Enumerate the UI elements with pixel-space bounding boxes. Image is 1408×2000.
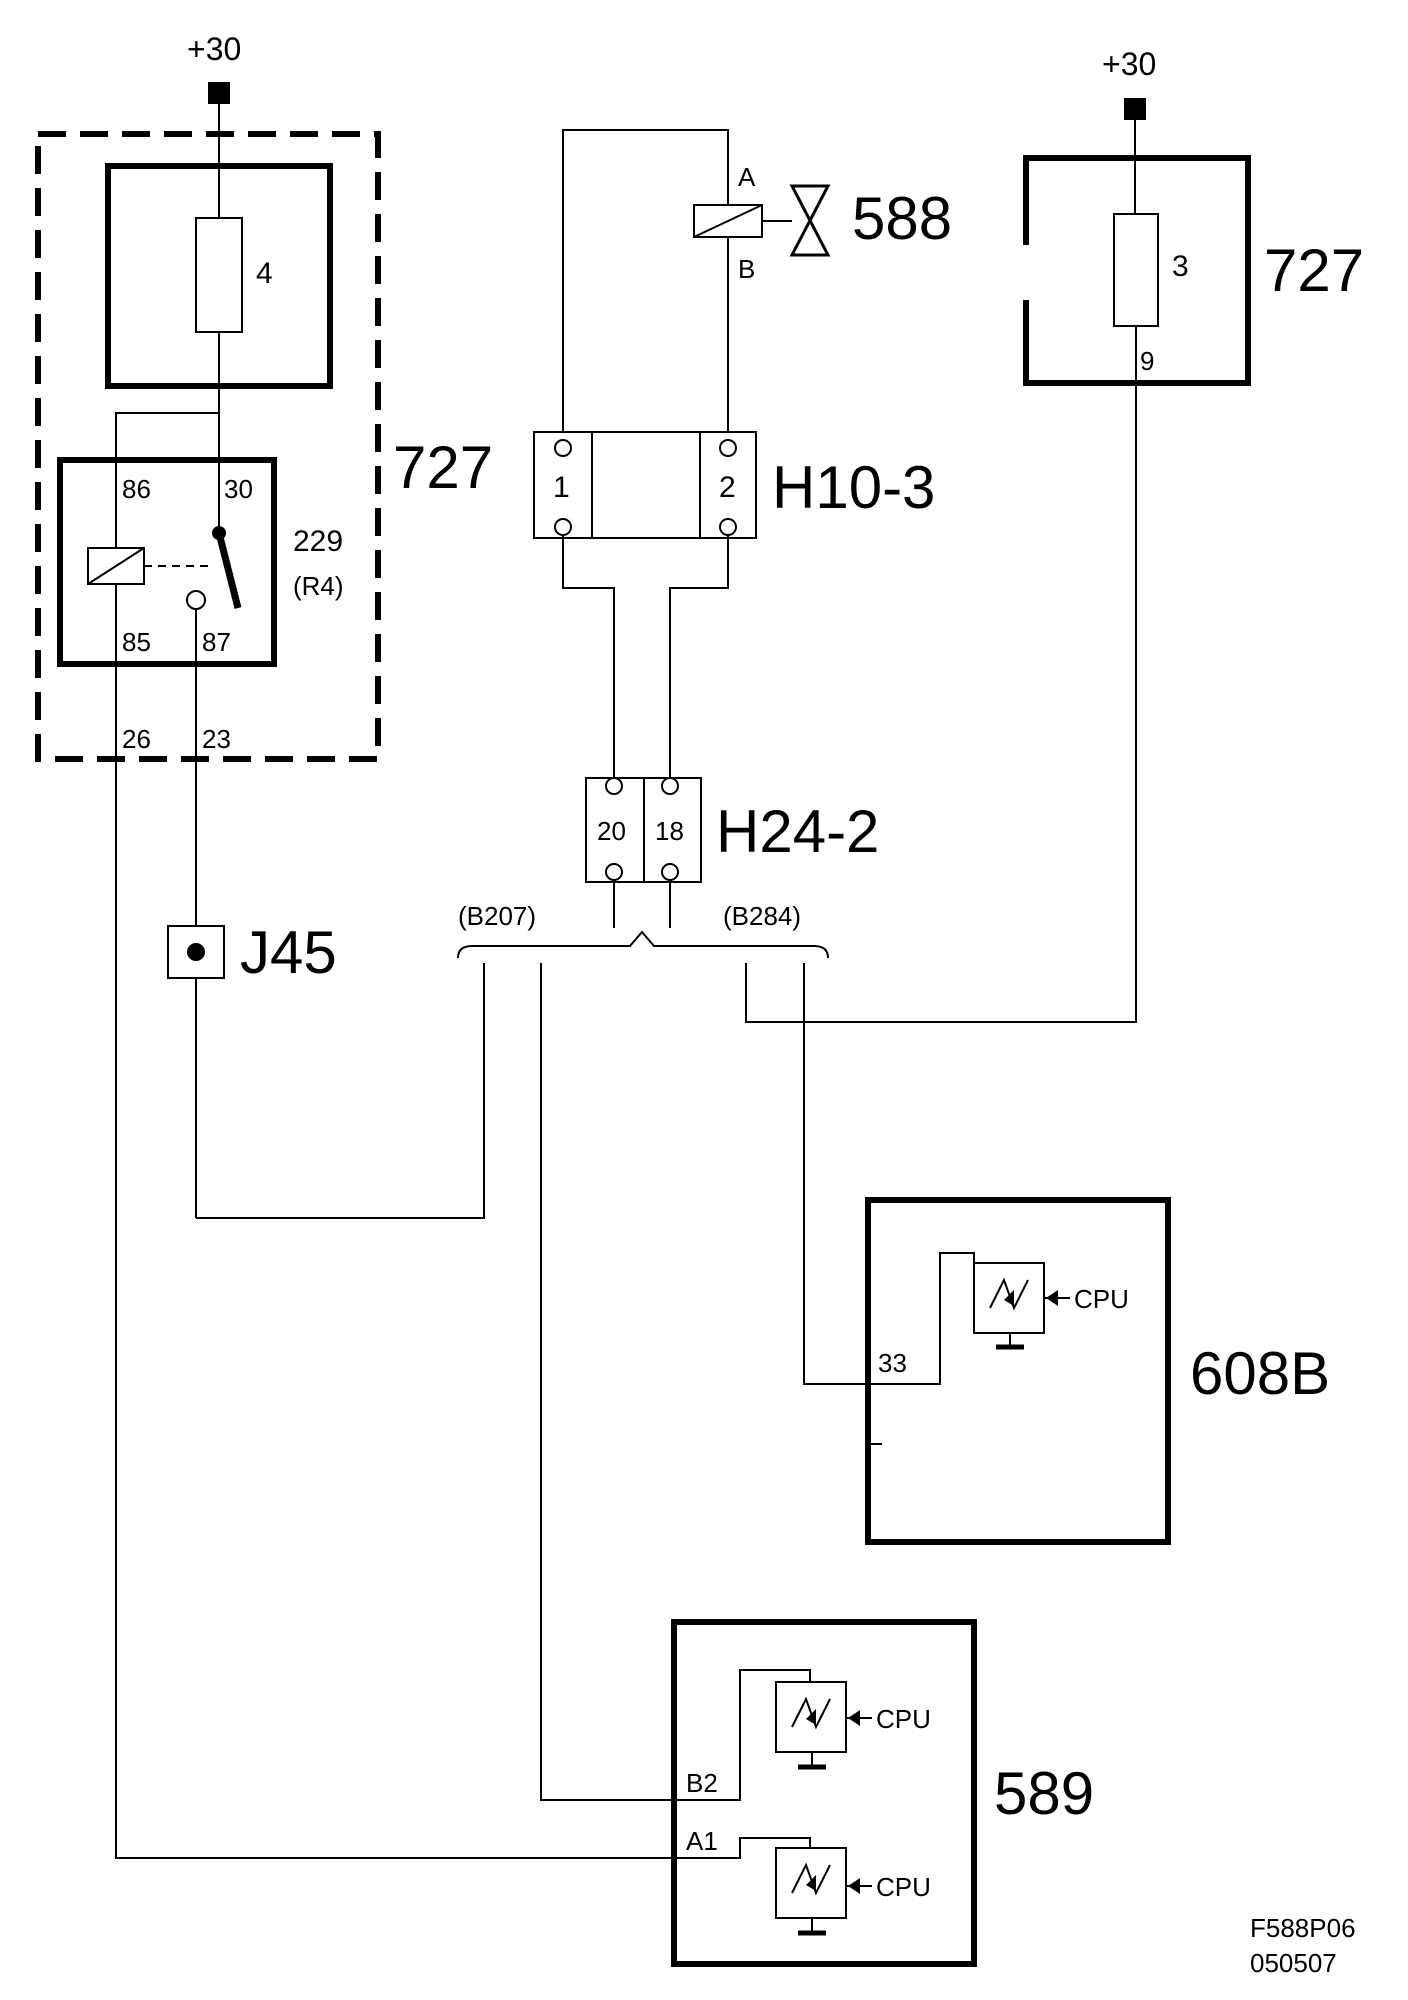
valve-pin-a: A [738,162,756,192]
supply-left: +30 [187,31,241,218]
valve-588-label: 588 [852,185,952,252]
connector-h10-3-label: H10-3 [772,454,935,521]
supply-left-label: +30 [187,31,241,67]
h24-pin-20: 20 [597,816,626,846]
unit-727-right: +30 3 9 727 [1023,46,1364,386]
unit-608b-label: 608B [1190,1340,1330,1407]
supply-right-terminal [1124,98,1146,120]
relay-pin-85: 85 [122,627,151,657]
unit-727-left: 727 4 86 30 85 87 229 (R4) 26 23 [35,131,674,1859]
fuse-4-label: 4 [256,257,273,290]
unit-589-box [671,1619,977,1967]
pin-33-label: 33 [878,1348,907,1378]
supply-right-label: +30 [1102,46,1156,82]
relay-id-label: 229 [293,525,343,558]
harness-b207-label: (B207) [458,901,536,931]
harness-brace: (B207) (B284) [457,901,829,959]
harness-b284-label: (B284) [723,901,801,931]
unit-608b-box [865,1197,1171,1545]
drawing-reference: F588P06 050507 [1250,1913,1356,1978]
splice-j45-label: J45 [240,919,337,986]
supply-left-terminal [208,82,230,104]
fuse-4-symbol [195,217,243,333]
cpu-589-lower-label: CPU [876,1872,931,1902]
h10-pin-2: 2 [719,471,736,504]
unit-589-label: 589 [994,1760,1094,1827]
pin-26-label: 26 [122,724,151,754]
connector-h10-3: 1 2 H10-3 [533,431,935,539]
h10-pin-1: 1 [553,471,570,504]
unit-727-left-housing [35,131,381,762]
relay-switch-arm [215,532,242,609]
drawing-date: 050507 [1250,1948,1337,1978]
cpu-608b-label: CPU [1074,1284,1129,1314]
h24-pin-18: 18 [655,816,684,846]
fuse-3-label: 3 [1172,250,1189,283]
pin-23-label: 23 [202,724,231,754]
unit-589: B2 A1 CPU CPU 589 [671,1619,1094,1967]
relay-contact-87 [186,590,206,610]
connector-h24-2-label: H24-2 [716,798,879,865]
valve-pin-b: B [738,254,755,284]
relay-229-box [57,457,277,667]
unit-608b: 33 CPU 608B [865,1197,1330,1545]
connector-h24-2: 20 18 H24-2 [585,777,879,883]
relay-pin-86: 86 [122,474,151,504]
splice-j45-dot [187,943,205,961]
relay-pin-30: 30 [224,474,253,504]
cpu-589-upper-label: CPU [876,1704,931,1734]
pin-9-label: 9 [1140,346,1154,376]
fuse-3-symbol [1113,213,1159,327]
drawing-number: F588P06 [1250,1913,1356,1943]
valve-588: A B 588 [562,129,952,432]
pin-b2-label: B2 [686,1768,718,1798]
valve-symbol [789,184,831,257]
relay-pin-87: 87 [202,627,231,657]
pin-a1-label: A1 [686,1826,718,1856]
relay-ref-label: (R4) [293,571,344,601]
unit-727-right-label: 727 [1264,237,1364,304]
splice-j45: J45 [167,919,337,986]
unit-727-left-label: 727 [393,434,493,501]
unit-727-right-box [1023,155,1251,386]
